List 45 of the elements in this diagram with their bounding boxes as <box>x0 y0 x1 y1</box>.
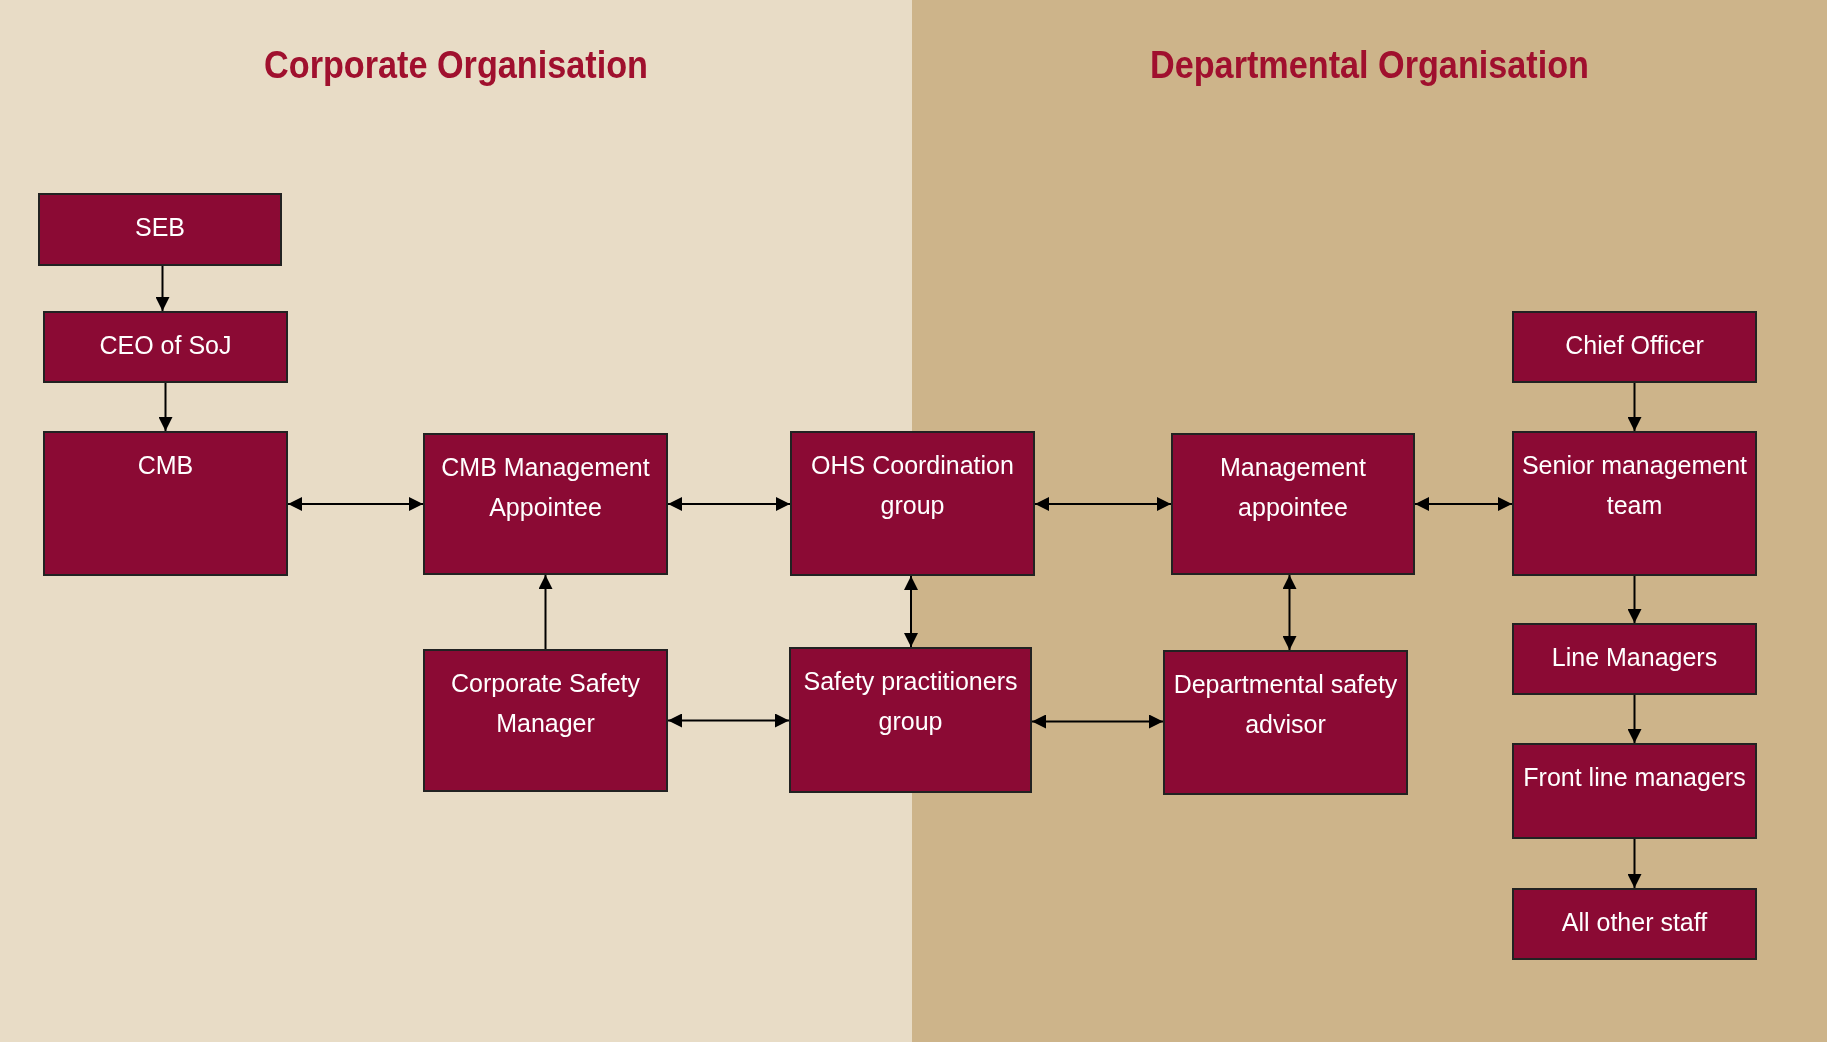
role-label: Safety practitioners group <box>802 666 1019 737</box>
arrow <box>904 575 918 648</box>
arrow <box>1627 694 1642 744</box>
role-label: OHS Coordination group <box>810 450 1015 521</box>
arrow <box>1034 497 1172 511</box>
role-label: Corporate Safety Manager <box>450 668 641 739</box>
role-label: Senior management team <box>1520 450 1749 521</box>
arrow <box>287 497 424 511</box>
role-box <box>1512 431 1757 576</box>
arrow <box>667 713 790 728</box>
role-box <box>790 431 1035 576</box>
role-box <box>789 647 1032 793</box>
role-label: CMB Management Appointee <box>440 452 651 523</box>
role-label: Line Managers <box>1550 642 1719 673</box>
role-box <box>43 431 288 576</box>
role-box <box>1171 433 1415 575</box>
role-box <box>1512 311 1757 383</box>
arrow <box>538 574 553 650</box>
arrow <box>1031 714 1164 729</box>
role-label: CEO of SoJ <box>98 330 233 361</box>
arrow <box>1414 497 1513 511</box>
role-label: Management appointee <box>1219 452 1367 523</box>
role-label: CMB <box>136 450 195 481</box>
role-box <box>423 433 668 575</box>
arrow <box>155 265 170 312</box>
arrow <box>1627 382 1642 432</box>
arrow <box>1627 838 1642 889</box>
role-box <box>1512 743 1757 839</box>
role-label: SEB <box>134 212 186 243</box>
role-box <box>1512 888 1757 960</box>
role-box <box>423 649 668 792</box>
role-box <box>1512 623 1757 695</box>
arrow <box>1282 574 1297 651</box>
section-title: Corporate Organisation <box>263 44 649 87</box>
role-box <box>1163 650 1408 795</box>
role-label: Chief Officer <box>1564 330 1705 361</box>
role-label: All other staff <box>1560 907 1709 938</box>
section-title: Departmental Organisation <box>1149 44 1590 87</box>
role-box <box>38 193 282 266</box>
role-box <box>43 311 288 383</box>
arrow <box>158 382 173 432</box>
arrow <box>1627 575 1642 624</box>
role-label: Departmental safety advisor <box>1172 669 1399 740</box>
arrow <box>667 497 791 511</box>
role-label: Front line managers <box>1522 762 1747 793</box>
